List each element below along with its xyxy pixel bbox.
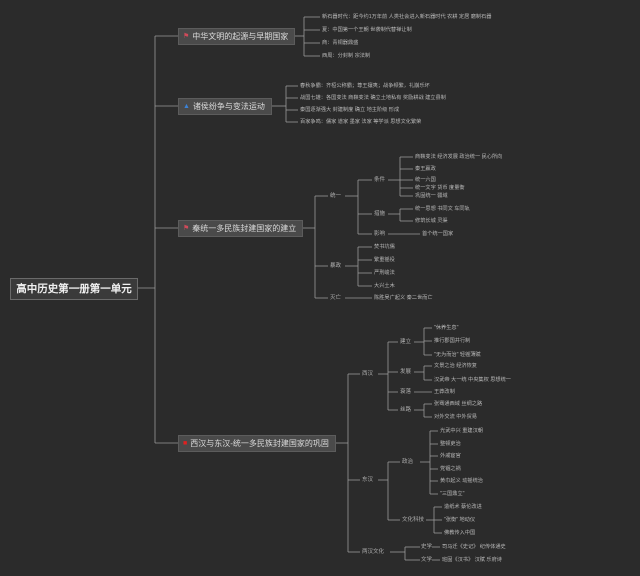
leaf-item[interactable]: 商：青铜器鼎盛 xyxy=(322,40,359,46)
leaf-item[interactable]: 整顿吏治 xyxy=(440,441,461,447)
topic-label: 诸侯纷争与变法运动 xyxy=(192,102,265,111)
branch-label[interactable]: 东汉 xyxy=(362,477,374,483)
leaf-item[interactable]: 外戚宦官 xyxy=(440,453,461,459)
leaf-item[interactable]: 春秋争霸：齐桓公称霸；尊王攘夷；战争频繁，礼崩乐坏 xyxy=(300,83,430,89)
leaf-item[interactable]: 佛教传入中国 xyxy=(444,530,476,536)
topic-reform-movement[interactable]: ▲诸侯纷争与变法运动 xyxy=(178,98,272,115)
branch-label[interactable]: 衰落 xyxy=(400,389,412,395)
leaf-item[interactable]: 巩固统一 疆域 xyxy=(415,193,448,199)
branch-label[interactable]: 影响 xyxy=(374,231,386,237)
topic-label: 秦统一多民族封建国家的建立 xyxy=(192,224,297,233)
branch-label[interactable]: 条件 xyxy=(374,177,386,183)
leaf-item[interactable]: 王莽改制 xyxy=(434,389,455,395)
flag-icon: ⚑ xyxy=(183,33,190,40)
branch-label[interactable]: 两汉文化 xyxy=(362,549,385,555)
leaf-item[interactable]: 秦王嬴政 xyxy=(415,166,436,172)
leaf-item[interactable]: 焚书坑儒 xyxy=(374,244,395,250)
leaf-item[interactable]: 陈胜吴广起义 秦二世而亡 xyxy=(374,295,433,301)
branch-label[interactable]: 发展 xyxy=(400,369,412,375)
leaf-item[interactable]: 统一思想 书同文 车同轨 xyxy=(415,206,470,212)
branch-label[interactable]: 政治 xyxy=(402,459,414,465)
branch-label[interactable]: 措施 xyxy=(374,211,386,217)
leaf-item[interactable]: 司马迁《史记》 纪传体通史 xyxy=(442,544,506,550)
branch-label[interactable]: 文学 xyxy=(421,557,433,563)
branch-label[interactable]: 灭亡 xyxy=(330,295,342,301)
leaf-item[interactable]: 秦国逐渐强大 封建制度 确立 地主阶级 形成 xyxy=(300,107,400,113)
leaf-item[interactable]: 推行郡国并行制 xyxy=(434,338,471,344)
branch-label[interactable]: 文化科技 xyxy=(402,517,425,523)
branch-label[interactable]: 丝路 xyxy=(400,407,412,413)
leaf-item[interactable]: 统一六国 xyxy=(415,177,436,183)
leaf-item[interactable]: 文景之治 经济恢复 xyxy=(434,363,477,369)
topic-qin-unification[interactable]: ⚑秦统一多民族封建国家的建立 xyxy=(178,220,304,237)
leaf-item[interactable]: 新石器时代：距今约1万年前 人类社会进入新石器时代 农耕 定居 磨制石器 xyxy=(322,14,492,20)
leaf-item[interactable]: 黄巾起义 动摇统治 xyxy=(440,478,483,484)
topic-han-consolidation[interactable]: ■西汉与东汉-统一多民族封建国家的巩固 xyxy=(178,435,336,452)
leaf-item[interactable]: 张骞通西域 丝绸之路 xyxy=(434,401,483,407)
leaf-item[interactable]: 光武中兴 重建汉朝 xyxy=(440,428,483,434)
topic-label: 中华文明的起源与早期国家 xyxy=(192,32,289,41)
leaf-item[interactable]: 夏：中国第一个王朝 世袭制代替禅让制 xyxy=(322,27,412,33)
leaf-item[interactable]: "张衡" 地动仪 xyxy=(444,517,476,523)
leaf-item[interactable]: 汉武帝 大一统 中央集权 思想统一 xyxy=(434,377,511,383)
topic-label: 西汉与东汉-统一多民族封建国家的巩固 xyxy=(190,439,329,448)
leaf-item[interactable]: "三国鼎立" xyxy=(440,491,465,497)
leaf-item[interactable]: 班固《汉书》 汉赋 乐府诗 xyxy=(442,557,502,563)
leaf-item[interactable]: 战国七雄：各国变法 商鞅变法 确立土地私有 奖励耕战 建立县制 xyxy=(300,95,446,101)
leaf-item[interactable]: 商鞅变法 经济发展 政治统一 民心所向 xyxy=(415,154,503,160)
leaf-item[interactable]: 造纸术 蔡伦改进 xyxy=(444,504,482,510)
flag-icon: ⚑ xyxy=(183,225,190,232)
root-topic[interactable]: 高中历史第一册第一单元 xyxy=(10,278,138,300)
leaf-item[interactable]: 西周：分封制 宗法制 xyxy=(322,53,371,59)
leaf-item[interactable]: 对外交流 中外贸易 xyxy=(434,414,477,420)
leaf-item[interactable]: 百家争鸣：儒家 道家 墨家 法家 等学派 思想文化繁荣 xyxy=(300,119,422,125)
topic-civilization-origin[interactable]: ⚑中华文明的起源与早期国家 xyxy=(178,28,296,45)
leaf-item[interactable]: 大兴土木 xyxy=(374,283,395,289)
leaf-item[interactable]: 党锢之祸 xyxy=(440,466,461,472)
leaf-item[interactable]: 首个统一国家 xyxy=(422,231,454,237)
leaf-item[interactable]: "休养生息" xyxy=(434,325,459,331)
leaf-item[interactable]: 繁重徭役 xyxy=(374,257,395,263)
leaf-item[interactable]: "无为而治" 轻徭薄赋 xyxy=(434,352,481,358)
droplet-icon: ▲ xyxy=(183,103,190,110)
branch-label[interactable]: 西汉 xyxy=(362,371,374,377)
leaf-item[interactable]: 统一文字 货币 度量衡 xyxy=(415,185,465,191)
square-icon: ■ xyxy=(183,440,188,447)
leaf-item[interactable]: 严刑峻法 xyxy=(374,270,395,276)
leaf-item[interactable]: 修筑长城 灵渠 xyxy=(415,218,448,224)
branch-label[interactable]: 史学 xyxy=(421,544,433,550)
branch-label[interactable]: 统一 xyxy=(330,193,342,199)
branch-label[interactable]: 建立 xyxy=(400,339,412,345)
branch-label[interactable]: 暴政 xyxy=(330,263,342,269)
